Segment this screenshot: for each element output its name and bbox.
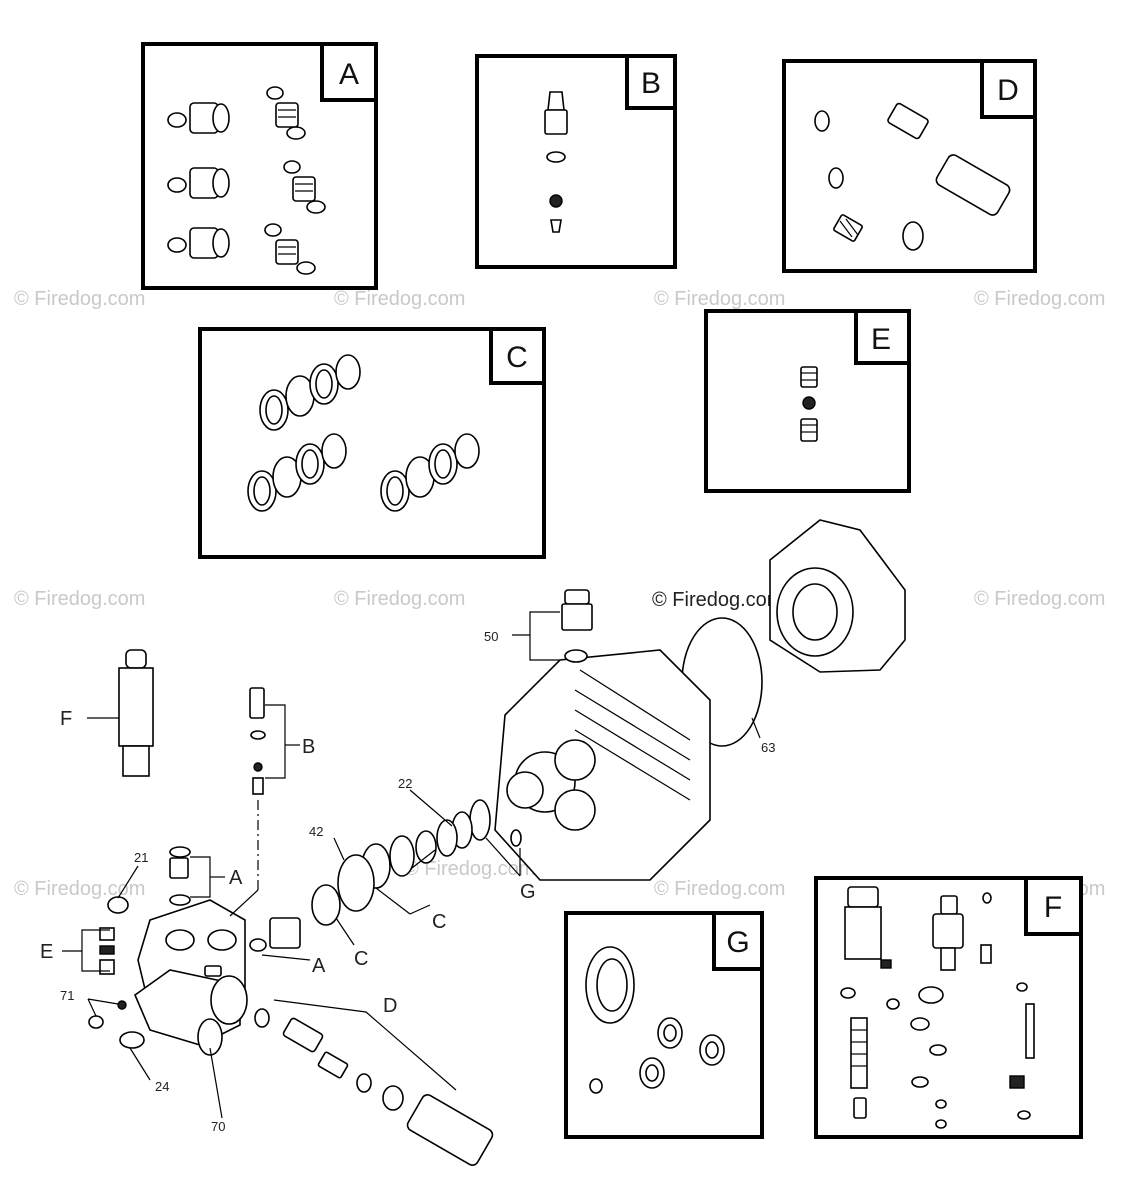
crankcase-cover bbox=[681, 519, 906, 747]
callout-50: 50 bbox=[484, 629, 498, 644]
manifold bbox=[134, 899, 248, 1056]
callout-70: 70 bbox=[211, 1119, 225, 1134]
inset-c: C bbox=[198, 327, 546, 559]
callout-a1: A bbox=[229, 867, 243, 889]
watermark: © Firedog.com bbox=[334, 588, 465, 610]
inset-tag-e bbox=[854, 309, 911, 365]
inset-e: E bbox=[704, 309, 911, 493]
watermark: © Firedog.com bbox=[14, 878, 145, 900]
check-valve-set bbox=[544, 91, 568, 233]
seal-sets bbox=[247, 354, 480, 512]
spring-set bbox=[264, 86, 326, 275]
callout-c2: C bbox=[432, 911, 446, 933]
inset-d: D bbox=[782, 59, 1037, 273]
inset-letter-d: D bbox=[997, 74, 1019, 107]
callouts: 50 63 22 42 21 71 24 70 F B A A C C G E … bbox=[40, 629, 775, 1134]
watermark: © Firedog.com bbox=[334, 288, 465, 310]
pump-body bbox=[494, 649, 711, 881]
watermark: © Firedog.com bbox=[14, 288, 145, 310]
callout-e: E bbox=[40, 941, 53, 963]
regulator-F-main bbox=[118, 649, 154, 777]
callout-42: 42 bbox=[309, 824, 323, 839]
callout-b: B bbox=[302, 736, 315, 758]
watermark: © Firedog.com bbox=[654, 288, 785, 310]
leader-lines bbox=[62, 611, 761, 1119]
watermark: © Firedog.com bbox=[974, 588, 1105, 610]
check-valve-B-main bbox=[249, 687, 266, 795]
inset-tag-c bbox=[489, 327, 546, 385]
relief-parts bbox=[800, 366, 818, 442]
callout-a2: A bbox=[312, 955, 326, 977]
inset-f: F bbox=[814, 876, 1083, 1139]
inlet-fitting-50 bbox=[561, 589, 593, 663]
inset-tag-a bbox=[320, 42, 378, 102]
watermark: © Firedog.com bbox=[974, 288, 1105, 310]
watermark: © Firedog.com bbox=[404, 858, 535, 880]
relief-valve-E-main bbox=[99, 927, 115, 975]
regulator-parts bbox=[840, 886, 1035, 1129]
unloader-D-main bbox=[254, 1008, 494, 1166]
plugs-71-24 bbox=[88, 1000, 145, 1049]
callout-22: 22 bbox=[398, 776, 412, 791]
callout-21: 21 bbox=[134, 850, 148, 865]
valves-A-main bbox=[107, 846, 301, 952]
callout-f: F bbox=[60, 708, 72, 730]
inset-tag-g bbox=[712, 911, 764, 971]
inset-g: G bbox=[564, 911, 764, 1139]
valve-set bbox=[167, 102, 230, 259]
unloader-parts bbox=[814, 102, 1011, 251]
main-watermark: © Firedog.com bbox=[652, 589, 783, 611]
inset-b: B bbox=[475, 54, 677, 269]
callout-71: 71 bbox=[60, 988, 74, 1003]
callout-63: 63 bbox=[761, 740, 775, 755]
inset-letter-b: B bbox=[641, 67, 661, 100]
callout-d: D bbox=[383, 995, 397, 1017]
inset-letter-g: G bbox=[726, 926, 749, 959]
oil-seal-parts bbox=[585, 946, 725, 1094]
inset-tag-f bbox=[1024, 876, 1083, 936]
inset-tag-d bbox=[980, 59, 1037, 119]
inset-a: A bbox=[141, 42, 378, 290]
inset-tag-b bbox=[625, 54, 677, 110]
inset-letter-e: E bbox=[871, 323, 891, 356]
inset-letter-a: A bbox=[339, 58, 359, 91]
seal-stack bbox=[311, 799, 522, 926]
inset-letter-c: C bbox=[506, 341, 528, 374]
callout-g: G bbox=[520, 881, 536, 903]
callout-c1: C bbox=[354, 948, 368, 970]
watermark: © Firedog.com bbox=[14, 588, 145, 610]
inset-letter-f: F bbox=[1044, 891, 1062, 924]
callout-24: 24 bbox=[155, 1079, 169, 1094]
watermark: © Firedog.com bbox=[654, 878, 785, 900]
